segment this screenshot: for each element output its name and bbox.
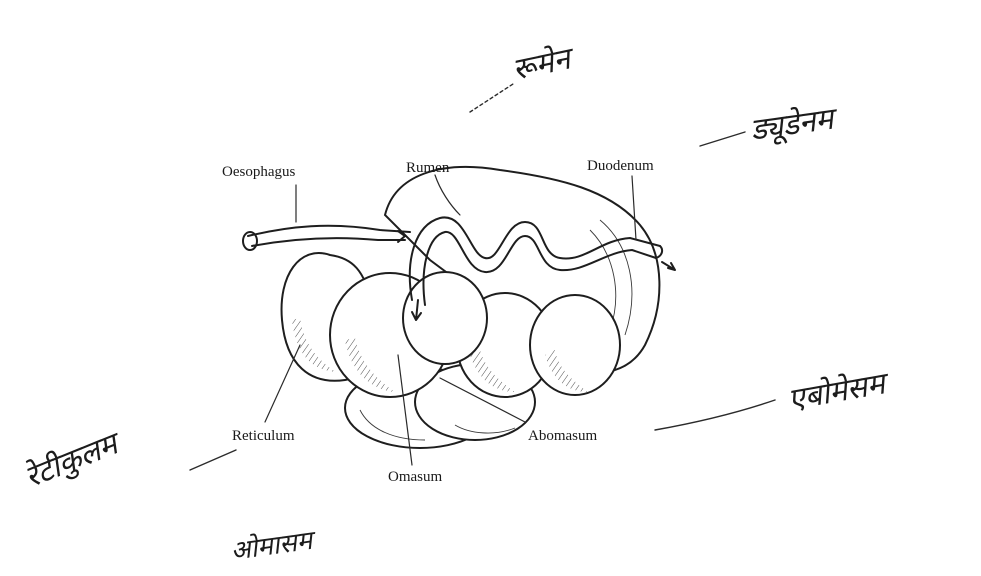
label-abomasum: Abomasum: [528, 428, 597, 444]
handwritten-reticulum: रेटीकुलम: [20, 425, 129, 497]
label-omasum: Omasum: [388, 469, 442, 485]
handwritten-omasum: ओमासम: [229, 524, 319, 567]
handwritten-rumen: रूमेन: [509, 40, 578, 87]
handwritten-abomasum: एबोमेसम: [785, 365, 893, 417]
oesophagus-tube: [243, 226, 410, 250]
label-rumen: Rumen: [406, 160, 450, 176]
label-reticulum: Reticulum: [232, 428, 295, 444]
handwritten-duodenum: ड्यूडेनम: [748, 101, 841, 149]
label-oesophagus: Oesophagus: [222, 164, 295, 180]
label-duodenum: Duodenum: [587, 158, 654, 174]
